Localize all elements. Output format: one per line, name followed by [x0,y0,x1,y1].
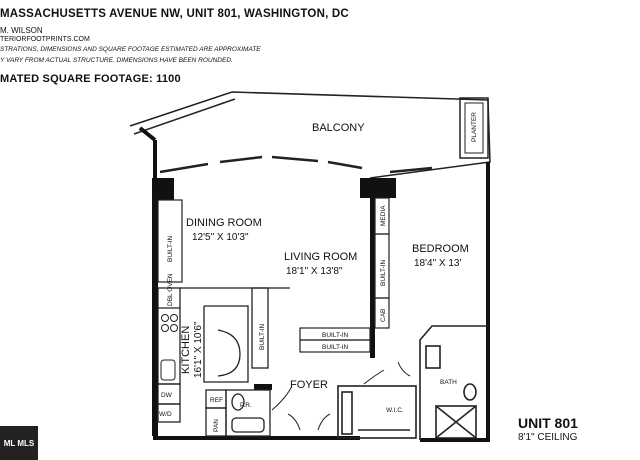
kitchen-built-in-label: BUILT-IN [259,323,266,350]
planter-label: PLANTER [471,112,478,142]
ceiling-height: 8'1" CEILING [518,432,578,443]
bedroom-dimensions: 18'4" X 13' [414,258,461,269]
unit-title: UNIT 801 [518,415,578,431]
dining-built-in [157,199,183,283]
foyer-label: FOYER [290,379,328,391]
sink-icon [160,314,178,381]
dining-room-dimensions: 12'5" X 10'3" [192,232,249,243]
powder-room-label: P.R. [240,402,252,409]
media-label: MEDIA [380,205,387,226]
square-footage-heading: MATED SQUARE FOOTAGE: 1100 [0,73,181,85]
kitchen-layout [157,287,290,423]
door-swings [271,361,411,431]
drafter-name: M. WILSON [0,26,43,35]
exterior-walls [138,126,490,442]
bedroom-label: BEDROOM [412,243,469,255]
window-wall [159,155,433,174]
kitchen-dimensions: 16'1" X 10'6" [193,321,204,378]
balcony-label: BALCONY [312,122,365,134]
closet-bath-layout [337,325,488,440]
media-built-in-column [374,197,390,329]
bath-label: BATH [440,379,457,386]
living-built-in-label-1: BUILT-IN [322,332,349,339]
kitchen-label: KITCHEN [180,326,192,374]
wd-label: W/D [159,411,172,418]
living-room-label: LIVING ROOM [284,251,357,263]
website-text: TERIORFOOTPRINTS.COM [0,36,90,43]
living-built-in-label-2: BUILT-IN [322,344,349,351]
balcony-outline [129,91,491,179]
walk-in-closet-label: W.I.C. [386,407,404,414]
bedroom-built-in-label: BUILT-IN [380,259,387,286]
dining-room-label: DINING ROOM [186,217,262,229]
planter-box [459,97,489,159]
disclaimer-line-2: Y VARY FROM ACTUAL STRUCTURE. DIMENSIONS… [0,57,233,64]
dw-label: DW [161,392,173,399]
living-room-dimensions: 18'1" X 13'8" [286,266,343,277]
cab-label: CAB [380,309,387,322]
address-heading: MASSACHUSETTS AVENUE NW, UNIT 801, WASHI… [0,8,349,20]
dining-built-in-label: BUILT-IN [167,235,174,262]
disclaimer-line-1: STRATIONS, DIMENSIONS AND SQUARE FOOTAGE… [0,46,261,53]
mls-badge: ML MLS [0,426,38,460]
pan-label: PAN [213,419,220,432]
powder-room-layout [205,389,271,437]
living-built-ins [299,327,371,353]
ref-label: REF [210,397,223,404]
wall-posts [152,178,396,436]
dbl-oven-label: DBL OVEN [167,273,174,306]
